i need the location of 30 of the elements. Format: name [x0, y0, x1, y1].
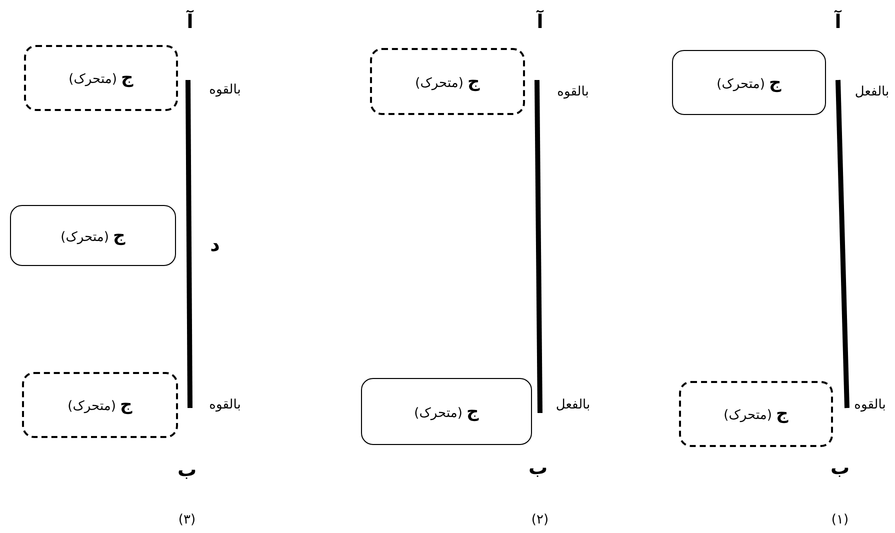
- point-label: آ: [834, 11, 842, 33]
- box-label: ج (متحرک): [60, 226, 126, 246]
- dashed-box: [370, 48, 525, 115]
- state-label: بالفعل: [556, 398, 590, 412]
- box-label: ج (متحرک): [414, 402, 479, 422]
- state-label: بالقوه: [209, 398, 241, 412]
- box-label: ج (متحرک): [724, 404, 788, 424]
- state-box: [672, 50, 826, 115]
- figure-number: (۲): [531, 512, 549, 528]
- state-box: [10, 205, 176, 266]
- state-label: بالقوه: [557, 84, 589, 100]
- point-label: د: [210, 234, 220, 256]
- point-label: ب: [528, 457, 548, 479]
- point-label: آ: [186, 11, 194, 33]
- state-label: بالقوه: [854, 398, 886, 412]
- state-box: [361, 378, 532, 445]
- state-label: بالفعل: [854, 84, 890, 100]
- box-label: ج (متحرک): [716, 72, 782, 92]
- point-label: آ: [536, 11, 544, 33]
- point-label: ب: [177, 459, 197, 481]
- figure-number: (۳): [178, 512, 196, 528]
- point-label: ب: [830, 457, 850, 479]
- dashed-box: [22, 372, 178, 438]
- dashed-box: [24, 45, 178, 111]
- box-label: ج (متحرک): [68, 68, 134, 88]
- dashed-box: [679, 381, 833, 447]
- box-label: ج (متحرک): [415, 72, 480, 92]
- figure-number: (۱): [831, 512, 849, 528]
- box-label: ج (متحرک): [68, 395, 132, 415]
- state-label: بالقوه: [209, 82, 241, 98]
